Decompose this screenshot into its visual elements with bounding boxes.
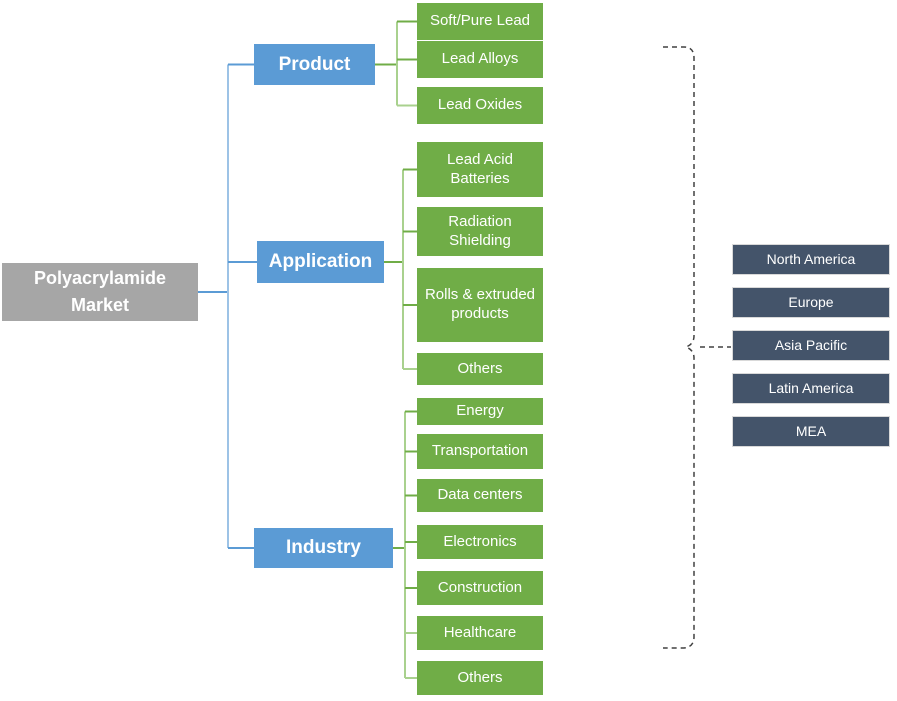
branch-node-industry: Industry bbox=[254, 528, 393, 568]
region-node-mea: MEA bbox=[732, 416, 890, 447]
segment-node-rolls-extruded-products: Rolls & extruded products bbox=[417, 268, 543, 342]
region-node-latin-america: Latin America bbox=[732, 373, 890, 404]
segment-node-lead-alloys: Lead Alloys bbox=[417, 41, 543, 78]
region-node-north-america: North America bbox=[732, 244, 890, 275]
segment-node-application-others: Others bbox=[417, 353, 543, 385]
region-node-asia-pacific: Asia Pacific bbox=[732, 330, 890, 361]
branch-node-application: Application bbox=[257, 241, 384, 283]
branch-node-product: Product bbox=[254, 44, 375, 85]
segment-node-lead-acid-batteries: Lead Acid Batteries bbox=[417, 142, 543, 197]
segment-node-radiation-shielding: Radiation Shielding bbox=[417, 207, 543, 256]
segment-node-healthcare: Healthcare bbox=[417, 616, 543, 650]
segment-node-transportation: Transportation bbox=[417, 434, 543, 469]
root-node-polyacrylamide-market: Polyacrylamide Market bbox=[2, 263, 198, 321]
segment-node-data-centers: Data centers bbox=[417, 479, 543, 512]
segment-node-construction: Construction bbox=[417, 571, 543, 605]
segment-node-soft-pure-lead: Soft/Pure Lead bbox=[417, 3, 543, 40]
segment-node-industry-others: Others bbox=[417, 661, 543, 695]
region-node-europe: Europe bbox=[732, 287, 890, 318]
segment-node-energy: Energy bbox=[417, 398, 543, 425]
segment-node-electronics: Electronics bbox=[417, 525, 543, 559]
segment-node-lead-oxides: Lead Oxides bbox=[417, 87, 543, 124]
regions-brace-dashed bbox=[663, 46, 695, 649]
